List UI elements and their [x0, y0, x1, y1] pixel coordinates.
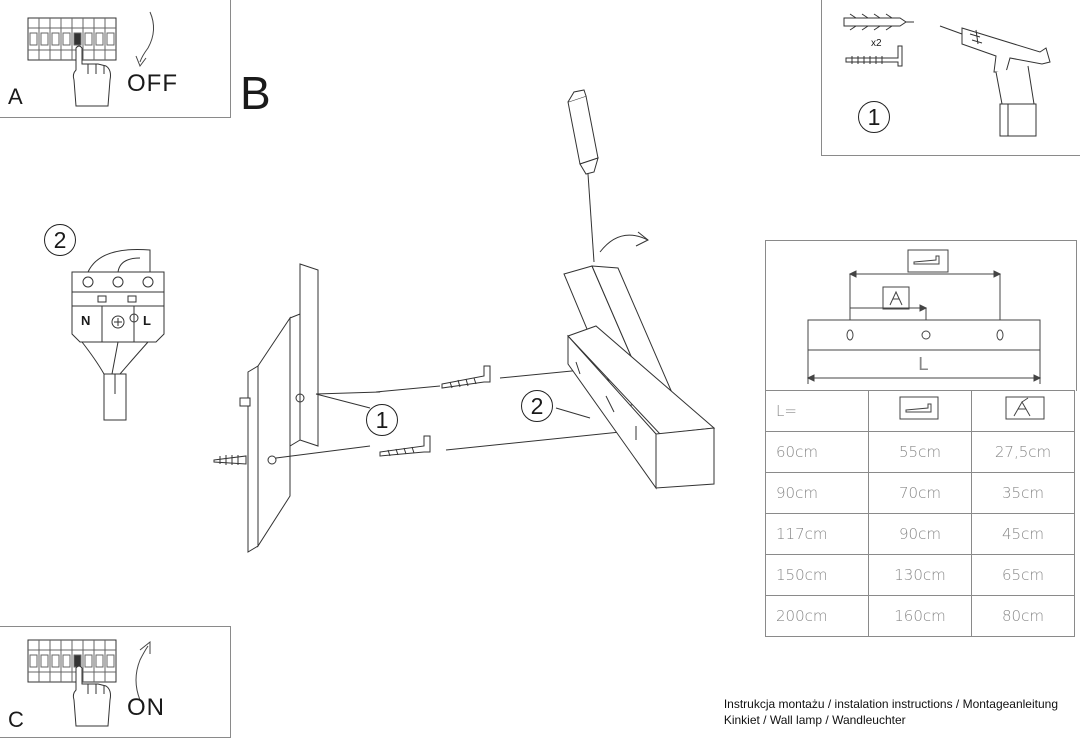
step-number-tools: 1 [858, 101, 890, 133]
power-on-label: ON [127, 694, 165, 721]
dimensions-panel [765, 240, 1077, 391]
table-cell: 35cm [971, 472, 1075, 514]
step-a-power-off-panel [0, 0, 231, 118]
step-c-power-on-panel [0, 626, 231, 738]
table-cell: 200cm [765, 595, 869, 637]
table-cell: 27,5cm [971, 431, 1075, 473]
live-terminal-label: L [143, 313, 151, 328]
table-cell: 117cm [765, 513, 869, 555]
table-cell: 55cm [868, 431, 972, 473]
panel-c-letter: C [8, 707, 24, 732]
table-cell: 80cm [971, 595, 1075, 637]
table-header-cell [971, 390, 1075, 432]
table-cell: 65cm [971, 554, 1075, 596]
table-cell: 160cm [868, 595, 972, 637]
lamp-body [555, 265, 716, 490]
step-number-wall-screws: 1 [366, 404, 398, 436]
footer-caption: Instrukcja montażu / instalation instruc… [724, 696, 1058, 728]
tools-panel [821, 0, 1080, 156]
step-number-lamp-body: 2 [521, 390, 553, 422]
table-cell: 60cm [765, 431, 869, 473]
table-header-cell: L= [765, 390, 869, 432]
anchor-quantity-label: x2 [871, 38, 882, 49]
power-off-label: OFF [127, 70, 178, 97]
step-number-wiring: 2 [44, 224, 76, 256]
table-cell: 90cm [765, 472, 869, 514]
table-cell: 150cm [765, 554, 869, 596]
length-dimension-label: L [918, 354, 929, 375]
neutral-terminal-label: N [81, 313, 91, 328]
table-cell: 130cm [868, 554, 972, 596]
wall-screws [375, 365, 641, 457]
table-header-row: L= [765, 390, 1075, 432]
panel-b-letter: B [240, 67, 271, 119]
table-cell: 90cm [868, 513, 972, 555]
table-header-cell [868, 390, 972, 432]
table-cell: 70cm [868, 472, 972, 514]
screwdriver-illustration [567, 89, 649, 263]
wiring-terminal-illustration [71, 248, 165, 421]
footer-line-instructions: Instrukcja montażu / instalation instruc… [723, 697, 1058, 711]
table-cell: 45cm [971, 513, 1075, 555]
wall-mounting-plate [213, 263, 381, 553]
panel-a-letter: A [8, 84, 23, 109]
footer-line-product: Kinkiet / Wall lamp / Wandleuchter [723, 713, 906, 727]
